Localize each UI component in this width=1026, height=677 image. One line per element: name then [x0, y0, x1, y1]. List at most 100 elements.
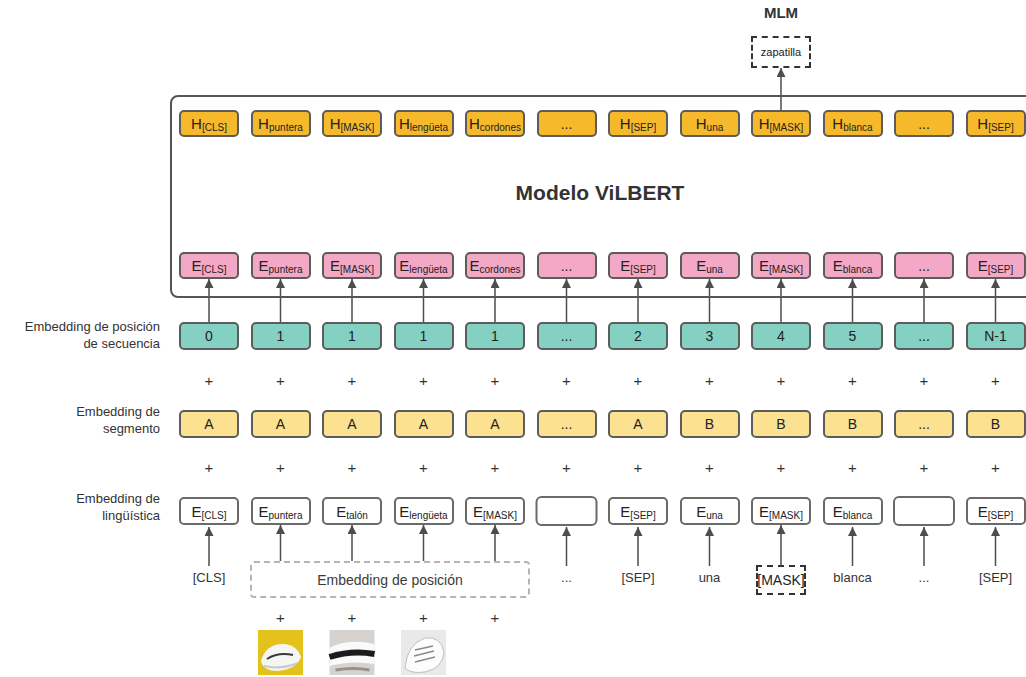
- position-box: 1: [322, 322, 382, 350]
- position-box: 4: [751, 322, 811, 350]
- embedding-symbol: H: [191, 115, 202, 132]
- embedding-symbol: E: [978, 503, 988, 520]
- plus-sign: +: [271, 371, 291, 390]
- linguistic-box: E[SEP]: [608, 497, 668, 525]
- segment-box: B: [966, 410, 1026, 438]
- position-box: ...: [537, 322, 597, 350]
- plus-sign: +: [914, 371, 934, 390]
- token-arrow: [709, 527, 711, 566]
- position-box: N-1: [966, 322, 1026, 350]
- embedding-subscript: puntera: [269, 264, 303, 275]
- plus-sign: +: [986, 371, 1006, 390]
- embedding-subscript: una: [706, 510, 723, 521]
- box-text: 3: [706, 328, 714, 344]
- embedding-symbol: H: [258, 115, 269, 132]
- embedding-subscript: lengüeta: [410, 122, 448, 133]
- position-embedding-box: Embedding de posición: [250, 561, 530, 598]
- embedding-symbol: E: [696, 257, 706, 274]
- input-token: blanca: [821, 569, 885, 586]
- hidden-state-box: H[SEP]: [608, 110, 668, 137]
- plus-sign: +: [271, 608, 291, 627]
- shoe-photo: [401, 630, 446, 675]
- plus-sign: +: [771, 458, 791, 477]
- embedding-subscript: [MASK]: [340, 122, 374, 133]
- embedding-subscript: [CLS]: [202, 510, 227, 521]
- input-embedding-box: ...: [537, 252, 597, 279]
- connector-arrow: [923, 279, 925, 322]
- plus-sign: +: [414, 608, 434, 627]
- embedding-subscript: [SEP]: [630, 264, 656, 275]
- embedding-subscript: [SEP]: [988, 264, 1014, 275]
- embedding-subscript: puntera: [269, 122, 303, 133]
- plus-sign: +: [485, 608, 505, 627]
- linguistic-box: E[SEP]: [966, 497, 1026, 525]
- predicted-word: zapatilla: [761, 46, 801, 58]
- embedding-symbol: E: [336, 503, 346, 520]
- position-box: ...: [894, 322, 954, 350]
- input-embedding-box: E[MASK]: [322, 252, 382, 279]
- token-arrow: [566, 527, 568, 566]
- hidden-state-box: Hpuntera: [251, 110, 311, 137]
- connector-arrow: [852, 279, 854, 322]
- box-text: 1: [348, 328, 356, 344]
- input-embedding-box: Eblanca: [823, 252, 883, 279]
- token-arrow: [637, 527, 639, 566]
- box-text: A: [347, 416, 356, 432]
- hidden-state-box: Hcordones: [465, 110, 525, 137]
- box-text: N-1: [984, 328, 1007, 344]
- plus-sign: +: [342, 608, 362, 627]
- connector-arrow: [494, 525, 496, 561]
- embedding-subscript: cordones: [480, 122, 521, 133]
- embedding-symbol: E: [191, 503, 201, 520]
- heading-label: MLM: [741, 4, 821, 21]
- segment-box: A: [251, 410, 311, 438]
- segment-box: B: [751, 410, 811, 438]
- box-text: ...: [561, 116, 573, 132]
- embedding-symbol: H: [469, 115, 480, 132]
- segment-box: ...: [537, 410, 597, 438]
- box-text: ...: [561, 328, 573, 344]
- input-embedding-box: E[MASK]: [751, 252, 811, 279]
- embedding-subscript: una: [706, 264, 723, 275]
- linguistic-box: Elengüeta: [394, 497, 454, 525]
- plus-sign: +: [485, 458, 505, 477]
- plus-sign: +: [557, 458, 577, 477]
- embedding-subscript: [CLS]: [202, 122, 227, 133]
- box-text: 1: [491, 328, 499, 344]
- embedding-symbol: E: [399, 257, 409, 274]
- connector-arrow: [208, 279, 210, 322]
- shoe-photo: [258, 630, 303, 675]
- input-embedding-box: Ecordones: [465, 252, 525, 279]
- box-text: ...: [561, 258, 573, 274]
- plus-sign: +: [199, 371, 219, 390]
- connector-arrow: [780, 279, 782, 322]
- connector-arrow: [423, 279, 425, 322]
- box-text: ...: [561, 416, 573, 432]
- hidden-state-box: H[MASK]: [751, 110, 811, 137]
- embedding-symbol: E: [696, 503, 706, 520]
- embedding-symbol: E: [469, 257, 479, 274]
- connector-arrow: [280, 279, 282, 322]
- plus-sign: +: [843, 458, 863, 477]
- plus-sign: +: [485, 371, 505, 390]
- embedding-subscript: [MASK]: [340, 264, 374, 275]
- connector-arrow: [351, 525, 353, 561]
- segment-box: A: [394, 410, 454, 438]
- embedding-symbol: H: [696, 115, 707, 132]
- mask-token-box: [MASK]: [756, 565, 806, 595]
- embedding-symbol: E: [259, 257, 269, 274]
- connector-arrow: [637, 279, 639, 322]
- decoration-part: [405, 638, 444, 673]
- plus-sign: +: [628, 371, 648, 390]
- segment-box: A: [465, 410, 525, 438]
- row-label: Embedding de lingüística: [60, 490, 160, 524]
- input-embedding-box: E[SEP]: [608, 252, 668, 279]
- box-text: B: [776, 416, 785, 432]
- shoe-photo: [330, 630, 375, 675]
- embedding-symbol: H: [759, 115, 770, 132]
- embedding-symbol: E: [259, 503, 269, 520]
- embedding-subscript: [SEP]: [988, 510, 1014, 521]
- plus-sign: +: [771, 371, 791, 390]
- hidden-state-box: Hlengüeta: [394, 110, 454, 137]
- connector-arrow: [566, 279, 568, 322]
